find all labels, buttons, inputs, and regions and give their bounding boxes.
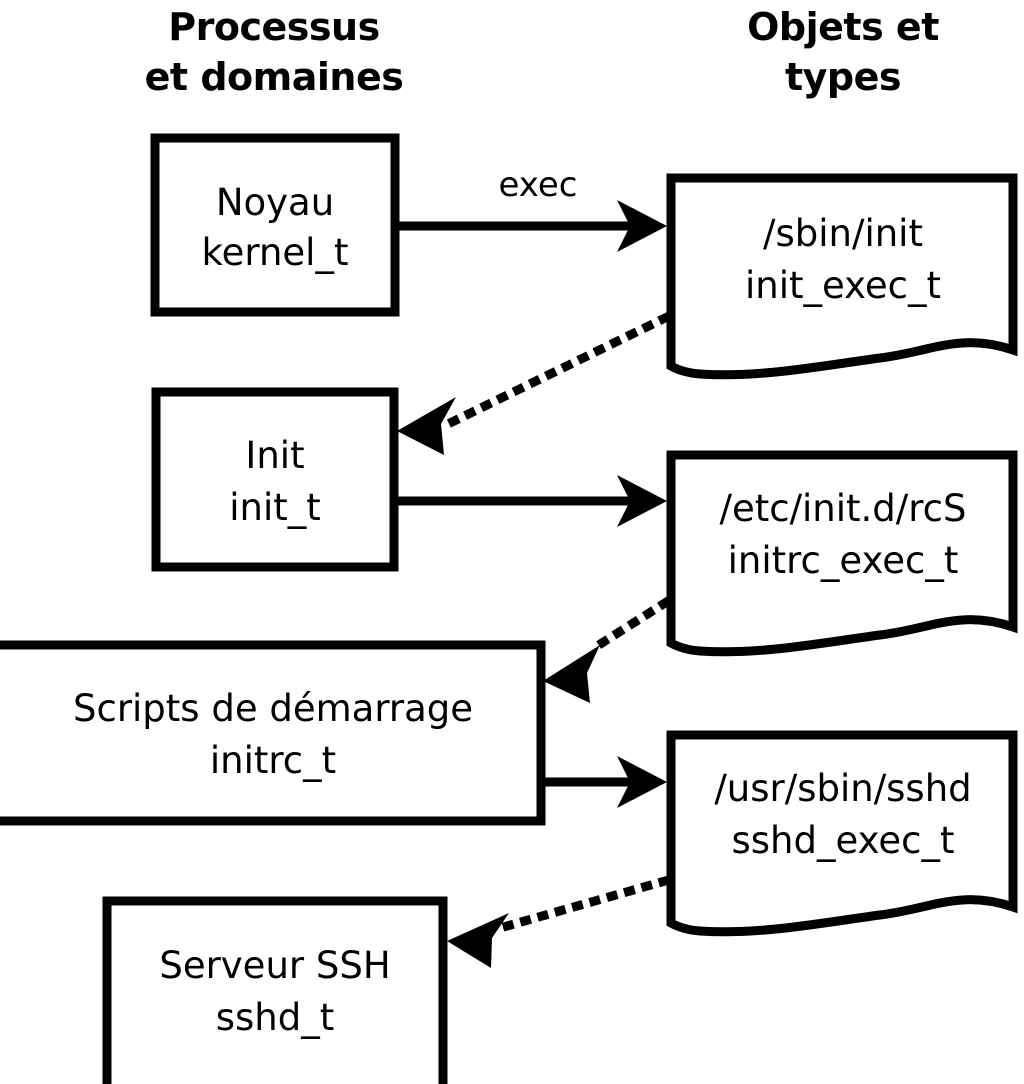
node-init_exec[interactable]: /sbin/init init_exec_t	[666, 173, 1018, 380]
node-init_exec-line1: /sbin/init	[763, 212, 923, 255]
edge-sshd_exec-transition-sshd	[447, 875, 671, 968]
edge-line-initrc_exec-transition	[587, 596, 672, 655]
node-kernel-box[interactable]	[150, 133, 400, 317]
edge-initrc_exec-transition-initrc	[543, 596, 672, 703]
column-header-objects-line2: types	[785, 55, 901, 99]
node-init[interactable]: Init init_t	[151, 387, 399, 572]
arrowhead-initrc-exec	[617, 756, 667, 808]
node-sshd-box[interactable]	[102, 896, 448, 1084]
arrowhead-init-exec	[617, 475, 667, 527]
node-initrc_exec[interactable]: /etc/init.d/rcS initrc_exec_t	[666, 450, 1018, 657]
arrowhead-kernel-exec	[617, 200, 667, 252]
node-initrc_exec-line2: initrc_exec_t	[728, 539, 959, 582]
node-init-line1: Init	[245, 434, 304, 477]
node-init_exec-document[interactable]	[666, 173, 1018, 380]
column-header-processes-line1: Processus	[168, 5, 379, 49]
node-sshd_exec[interactable]: /usr/sbin/sshd sshd_exec_t	[666, 730, 1018, 937]
column-header-processes: Processus et domaines	[145, 5, 404, 99]
arrowhead-initrc_exec-transition	[543, 645, 600, 703]
edge-label-exec: exec	[498, 165, 577, 205]
node-init-box[interactable]	[151, 387, 399, 572]
node-sshd[interactable]: Serveur SSH sshd_t	[102, 896, 448, 1084]
node-sshd_exec-line1: /usr/sbin/sshd	[714, 767, 971, 810]
edge-line-init_exec-transition	[441, 311, 672, 431]
node-initrc_exec-document[interactable]	[666, 450, 1018, 657]
node-init-line2: init_t	[229, 486, 321, 529]
node-init_exec-line2: init_exec_t	[745, 264, 941, 307]
edge-init-exec-initrc_exec	[397, 475, 667, 527]
node-initrc-box[interactable]	[0, 640, 546, 826]
column-header-processes-line2: et domaines	[145, 55, 404, 99]
node-initrc_exec-line1: /etc/init.d/rcS	[719, 487, 966, 530]
column-header-objects: Objets et types	[747, 5, 940, 99]
arrowhead-sshd_exec-transition	[447, 913, 509, 968]
node-initrc-line1: Scripts de démarrage	[73, 687, 473, 730]
edge-init_exec-transition-init	[397, 311, 672, 455]
node-kernel-line2: kernel_t	[202, 231, 349, 274]
node-kernel-line1: Noyau	[216, 181, 334, 224]
node-initrc[interactable]: Scripts de démarrage initrc_t	[0, 640, 546, 826]
node-sshd-line1: Serveur SSH	[159, 944, 390, 987]
column-header-objects-line1: Objets et	[747, 5, 939, 49]
node-sshd-line2: sshd_t	[216, 996, 335, 1039]
arrowhead-init_exec-transition	[397, 397, 456, 455]
edge-kernel-exec-init_exec: exec	[397, 165, 667, 252]
node-initrc-line2: initrc_t	[210, 739, 336, 782]
edge-initrc-exec-sshd_exec	[545, 756, 667, 808]
node-sshd_exec-line2: sshd_exec_t	[732, 819, 955, 862]
edge-line-sshd_exec-transition	[494, 875, 671, 934]
node-sshd_exec-document[interactable]	[666, 730, 1018, 937]
node-kernel[interactable]: Noyau kernel_t	[150, 133, 400, 317]
